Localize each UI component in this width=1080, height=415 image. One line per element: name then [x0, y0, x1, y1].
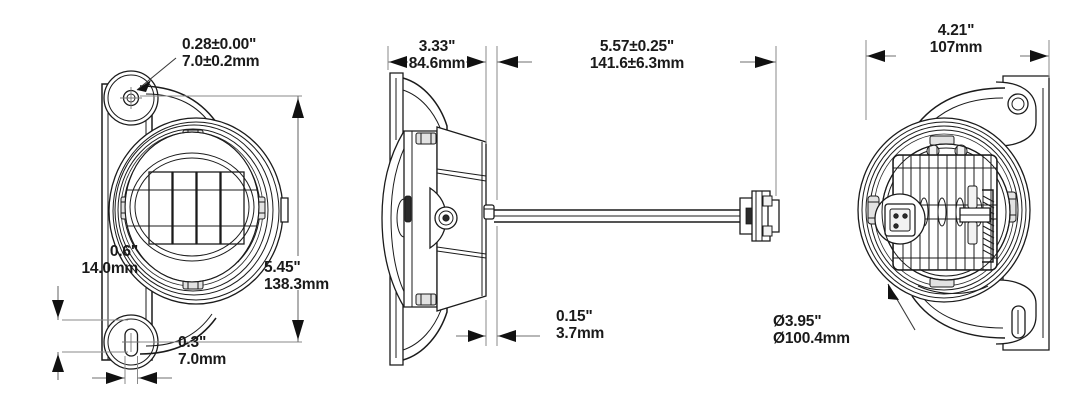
- front-view-dimensions: [52, 57, 304, 384]
- dimension-label-lower-offset: 0.6" 14.0mm: [0, 243, 138, 277]
- dimension-value-metric: 141.6±6.3mm: [589, 55, 685, 72]
- dimension-label-lens-diameter: Ø3.95" Ø100.4mm: [773, 313, 850, 347]
- dimension-value-metric: 84.6mm: [408, 55, 466, 72]
- dimension-value-metric: Ø100.4mm: [773, 330, 850, 347]
- dimension-value-metric: 107mm: [929, 39, 983, 56]
- dimension-value-metric: 138.3mm: [264, 276, 329, 293]
- rear-view-geometry: [857, 75, 1050, 351]
- dimension-value-inch: 5.57±0.25": [599, 38, 675, 55]
- dimension-label-overall-width: 4.21" 107mm: [880, 22, 1032, 56]
- dimension-value-metric: 7.0mm: [178, 351, 227, 368]
- dimension-value-inch: 4.21": [937, 22, 975, 39]
- dimension-label-mount-hole: 0.28±0.00" 7.0±0.2mm: [182, 36, 260, 70]
- side-view-geometry: [381, 72, 780, 366]
- dimension-label-slot-width: 0.3" 7.0mm: [178, 334, 226, 368]
- dimension-value-inch: 0.15": [556, 308, 593, 325]
- dimension-value-inch: Ø3.95": [773, 313, 822, 330]
- dimension-label-overall-height: 5.45" 138.3mm: [264, 259, 329, 293]
- dimension-value-inch: 3.33": [418, 38, 456, 55]
- dimension-label-flange-thickness: 0.15" 3.7mm: [556, 308, 604, 342]
- dimension-value-inch: 5.45": [264, 259, 301, 276]
- dimension-value-inch: 0.3": [178, 334, 207, 351]
- dimension-value-metric: 3.7mm: [556, 325, 605, 342]
- side-view-dimensions: [387, 46, 777, 346]
- dimension-value-metric: 7.0±0.2mm: [182, 53, 260, 70]
- dimension-label-lead-length: 5.57±0.25" 141.6±6.3mm: [530, 38, 744, 72]
- dimension-value-metric: 14.0mm: [81, 260, 138, 277]
- front-view-geometry: [101, 70, 289, 370]
- dimension-value-inch: 0.6": [109, 243, 138, 260]
- rear-view-dimensions: [865, 40, 1050, 331]
- dimension-value-inch: 0.28±0.00": [182, 36, 257, 53]
- dimension-label-body-depth: 3.33" 84.6mm: [386, 38, 488, 72]
